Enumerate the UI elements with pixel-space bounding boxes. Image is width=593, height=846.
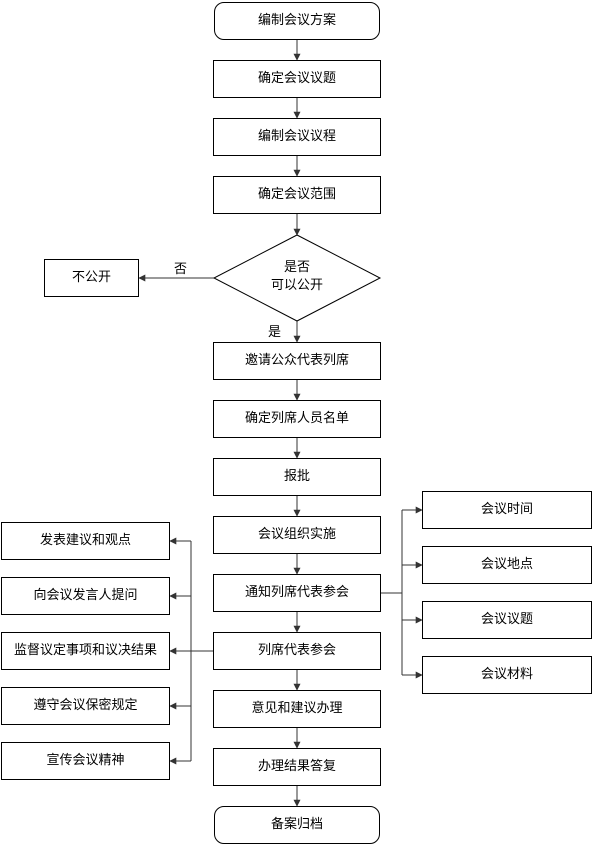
node-scope: 确定会议范围 — [213, 176, 381, 214]
left-item-supervise: 监督议定事项和议决结果 — [1, 632, 170, 670]
decision-text: 是否 可以公开 — [240, 259, 354, 294]
right-item-place: 会议地点 — [422, 546, 592, 584]
decision-line2: 可以公开 — [270, 277, 323, 293]
left-item-confidential: 遵守会议保密规定 — [1, 687, 170, 725]
decision-line1: 是否 — [283, 260, 310, 275]
left-item-ask: 向会议发言人提问 — [1, 577, 170, 615]
node-notify: 通知列席代表参会 — [213, 574, 381, 612]
node-attendees: 确定列席人员名单 — [213, 400, 381, 438]
right-item-materials: 会议材料 — [422, 656, 592, 694]
node-attend: 列席代表参会 — [213, 632, 381, 670]
node-invite: 邀请公众代表列席 — [213, 342, 381, 380]
right-item-time: 会议时间 — [422, 491, 592, 529]
node-agenda: 编制会议议程 — [213, 118, 381, 156]
node-implement: 会议组织实施 — [213, 516, 381, 554]
right-item-topic: 会议议题 — [422, 601, 592, 639]
node-topic: 确定会议议题 — [213, 60, 381, 98]
edge-label-no: 否 — [174, 262, 188, 277]
node-reply: 办理结果答复 — [213, 748, 381, 786]
node-archive: 备案归档 — [214, 806, 380, 844]
node-approve: 报批 — [213, 458, 381, 496]
edge-label-yes: 是 — [268, 325, 282, 340]
decision-diamond — [212, 234, 382, 322]
left-item-publicize: 宣传会议精神 — [1, 742, 170, 780]
node-start: 编制会议方案 — [214, 2, 380, 40]
node-handle: 意见和建议办理 — [213, 690, 381, 728]
node-not-public: 不公开 — [44, 259, 139, 297]
left-item-suggest: 发表建议和观点 — [1, 522, 170, 560]
